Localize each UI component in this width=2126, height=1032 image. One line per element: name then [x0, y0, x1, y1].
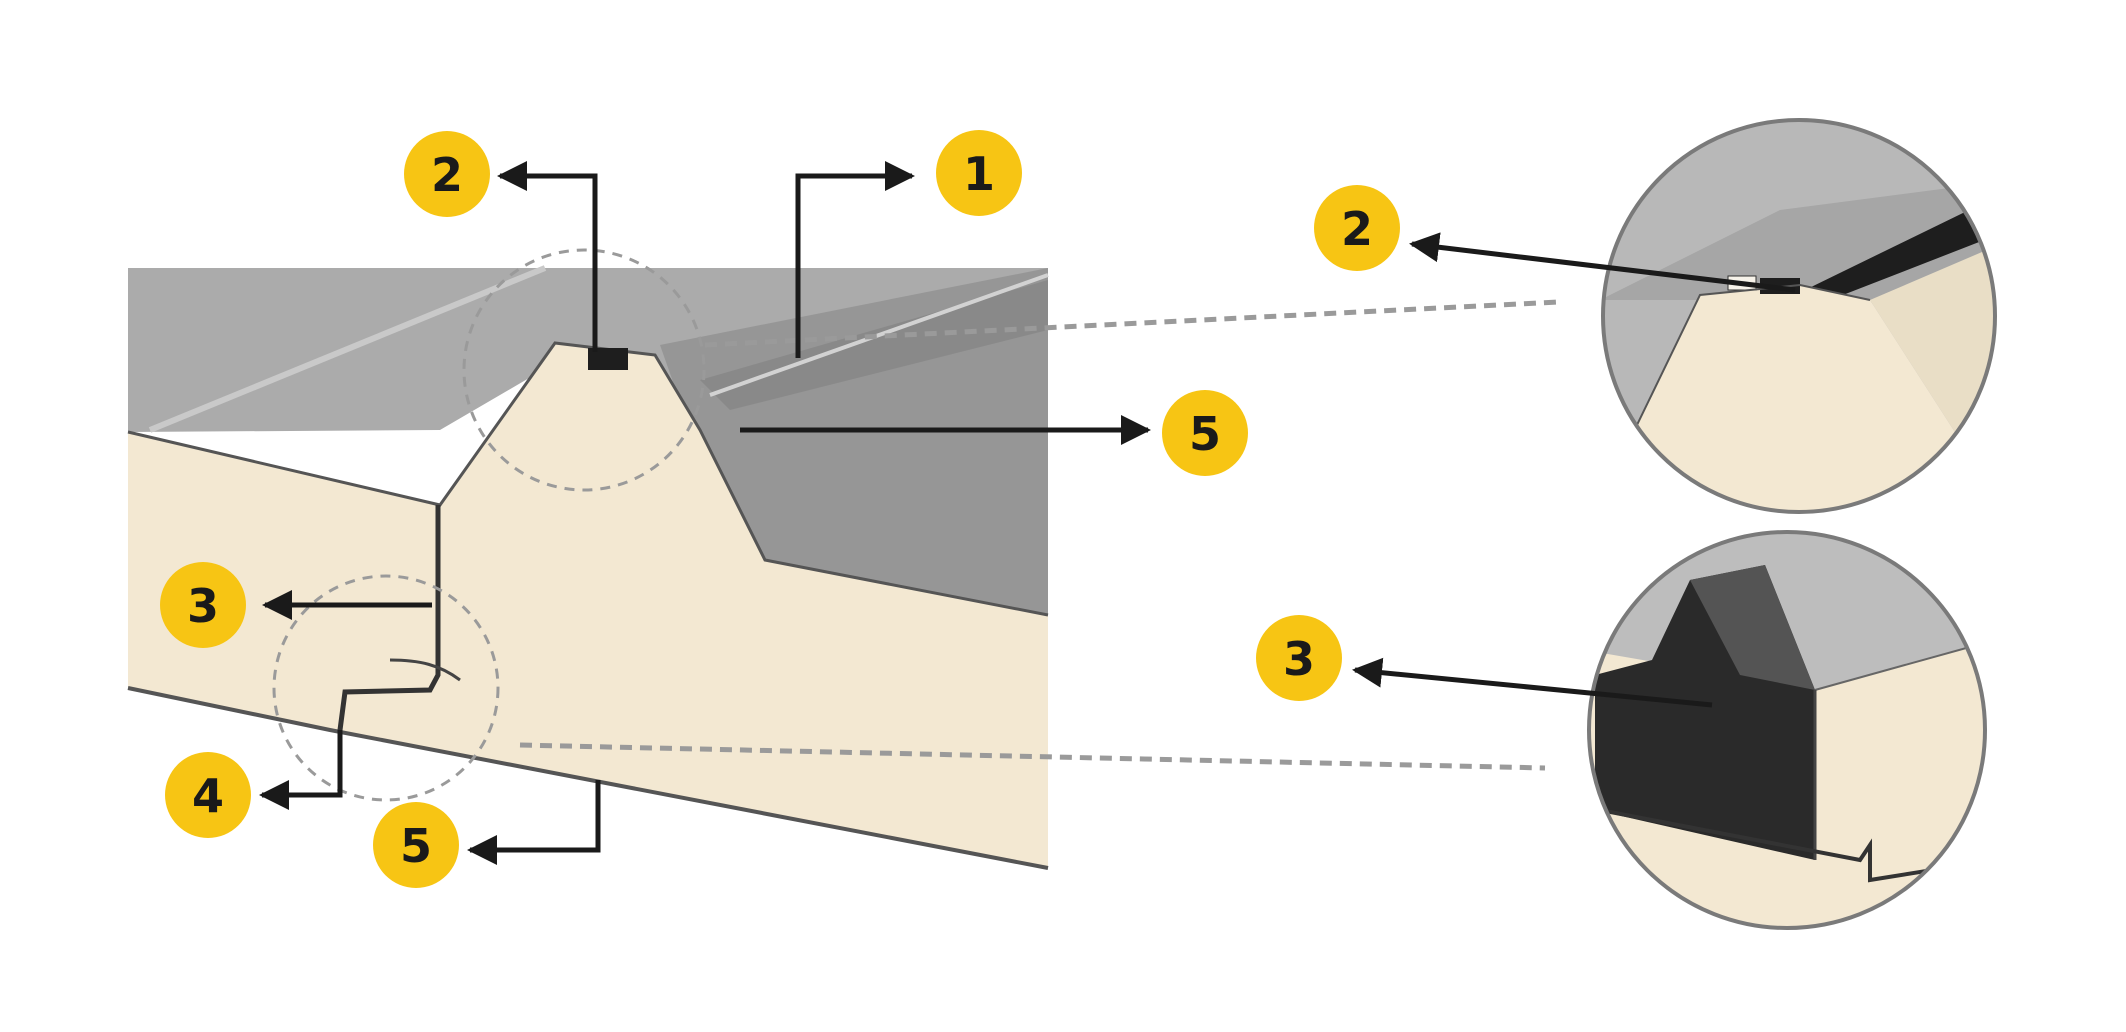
ridge-seal	[588, 348, 628, 370]
detail-view-ridge	[1601, 118, 1997, 514]
guide-line-top	[704, 299, 1559, 348]
svg-text:3: 3	[1283, 632, 1315, 686]
svg-text:4: 4	[192, 769, 224, 823]
svg-text:2: 2	[1341, 202, 1373, 256]
callout-badge-2-detail: 2	[1314, 185, 1400, 271]
detail-circle-bottom	[272, 574, 500, 802]
arrow-to-2-detail	[1409, 232, 1796, 293]
arrow-to-5-bottom	[467, 780, 601, 865]
arrow-to-3-detail	[1352, 657, 1713, 708]
callout-badge-4: 4	[165, 752, 251, 838]
arrow-to-1	[795, 161, 915, 358]
guide-line-bottom	[519, 742, 1546, 771]
callout-badge-2-main: 2	[404, 131, 490, 217]
svg-text:3: 3	[187, 579, 219, 633]
svg-text:5: 5	[400, 819, 432, 873]
arrows	[259, 161, 1796, 865]
steel-ridge-shadow	[700, 280, 1048, 410]
main-panel	[127, 248, 1049, 870]
svg-text:1: 1	[963, 147, 995, 201]
foam-rib	[128, 343, 1048, 868]
callout-badge-3-main: 3	[160, 562, 246, 648]
foam-core	[128, 432, 440, 690]
detail-circle-top	[462, 248, 706, 492]
callout-badge-1: 1	[936, 130, 1022, 216]
callout-badge-3-detail: 3	[1256, 615, 1342, 701]
detail-view-joint	[1587, 530, 1987, 930]
steel-sheet-right	[660, 268, 1048, 615]
arrow-to-4	[259, 730, 343, 810]
callout-badge-5-right: 5	[1162, 390, 1248, 476]
svg-text:2: 2	[431, 148, 463, 202]
svg-text:5: 5	[1189, 407, 1221, 461]
arrow-to-2-main	[497, 161, 598, 352]
callout-badge-5-bottom: 5	[373, 802, 459, 888]
